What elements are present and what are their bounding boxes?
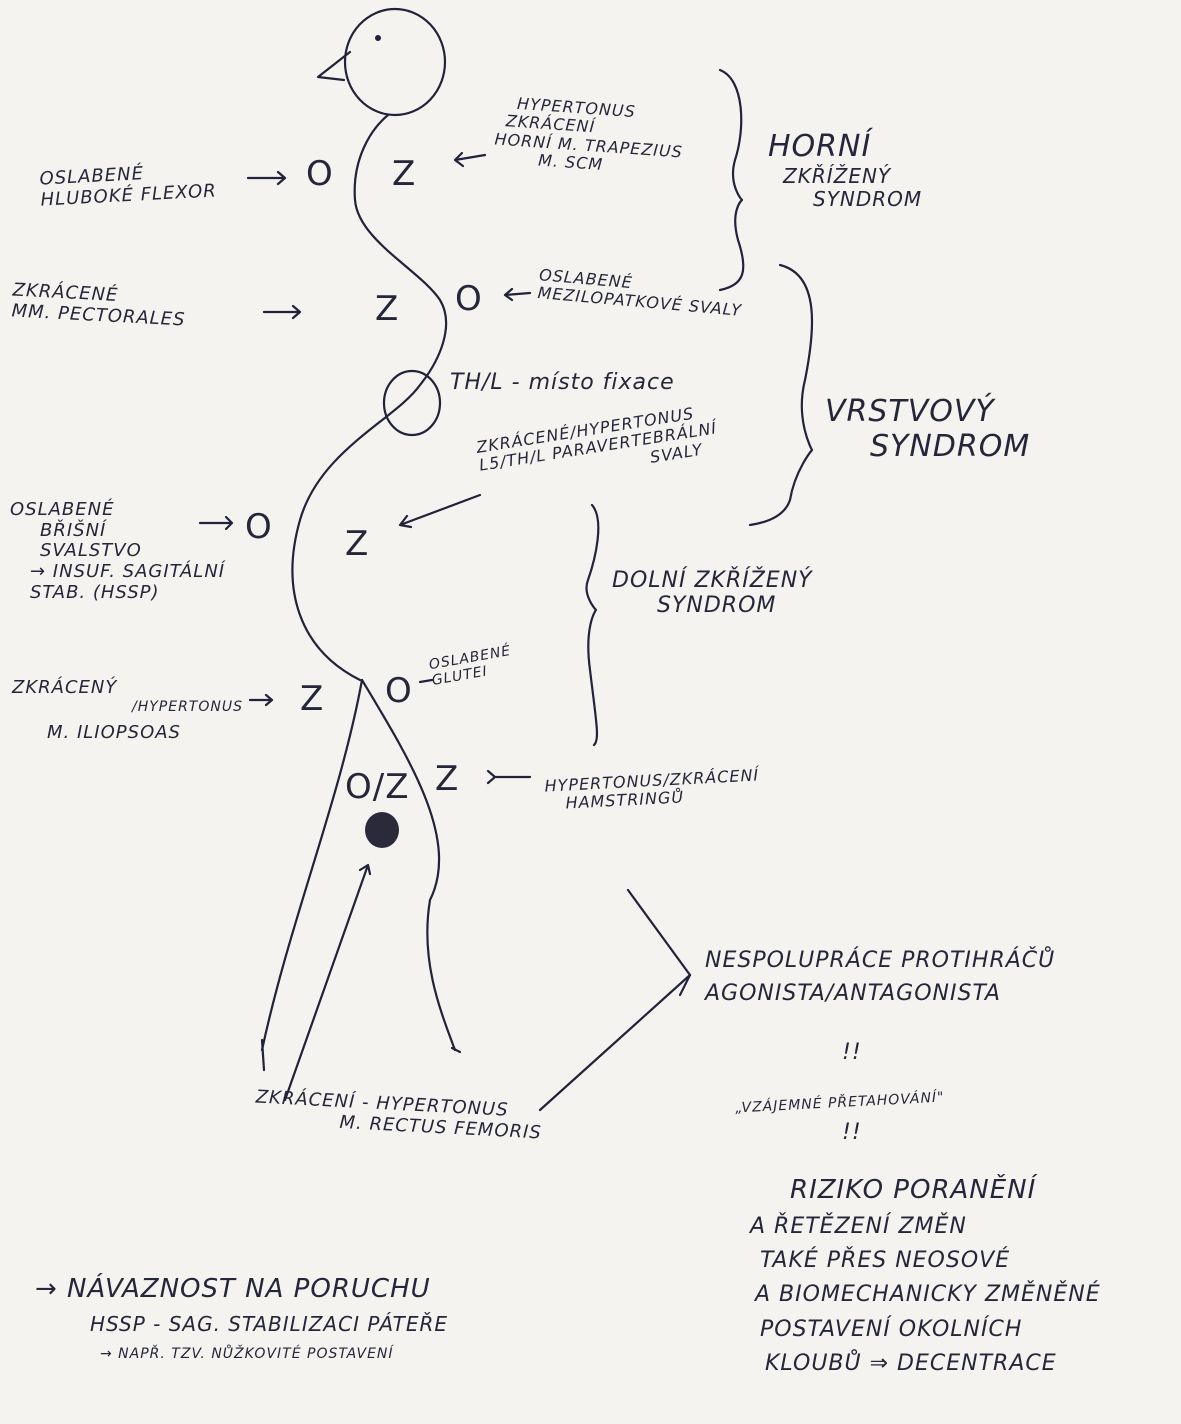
left-label-4: ZKRÁCENÝ /HYPERTONUS M. ILIOPSOAS <box>12 678 243 743</box>
arrow-7 <box>400 495 480 527</box>
arrow-6 <box>505 289 530 300</box>
marker-oz-knee: O/Z <box>345 768 410 807</box>
arrow-2 <box>264 306 300 318</box>
arrow-5 <box>455 153 485 166</box>
syndrome-dolni: DOLNÍ ZKŘÍŽENÝ SYNDROM <box>612 568 813 619</box>
arrow-8 <box>488 771 530 783</box>
arrow-rectus <box>285 865 370 1100</box>
nespoluprace-label: NESPOLUPRÁCE PROTIHRÁČŮ AGONISTA/ANTAGON… <box>705 948 1055 1007</box>
line-nesp-1 <box>628 890 690 975</box>
marker-z-upper: Z <box>392 155 416 194</box>
marker-z-lower: Z <box>345 525 369 564</box>
syndrome-horni: HORNÍ ZKŘÍŽENÝ SYNDROM <box>768 130 922 211</box>
eye-dot <box>375 35 381 41</box>
arrow-down-2: !! <box>842 1120 862 1145</box>
navaznost-label: → NÁVAZNOST NA PORUCHU HSSP - SAG. STABI… <box>35 1275 448 1362</box>
arrow-4 <box>250 695 272 705</box>
marker-o-upper: O <box>306 155 334 194</box>
right-leg <box>362 680 455 1050</box>
left-leg <box>262 680 362 1050</box>
thl-label: TH/L - místo fixace <box>450 370 675 395</box>
arrow-1 <box>248 172 285 184</box>
brace-dolni <box>587 505 599 745</box>
head-outline <box>345 9 445 115</box>
knee-mark <box>365 812 399 848</box>
right-label-upper: HYPERTONUS ZKRÁCENÍ HORNÍ M. TRAPEZIUS M… <box>493 94 686 181</box>
line-nesp-2 <box>540 975 690 1110</box>
line-nesp-3 <box>680 975 690 995</box>
brace-horni <box>720 70 743 290</box>
marker-z-knee: Z <box>435 760 459 799</box>
spine-curve <box>293 115 447 680</box>
marker-z-mid: Z <box>375 290 399 329</box>
marker-o-hip: O <box>385 672 413 711</box>
right-foot <box>452 1048 460 1052</box>
brace-vrstvovy <box>750 265 812 525</box>
marker-z-hip: Z <box>300 680 324 719</box>
marker-o-mid: O <box>455 280 483 319</box>
syndrome-vrstvovy: VRSTVOVÝ SYNDROM <box>825 395 1030 464</box>
arrow-9 <box>420 680 432 682</box>
marker-o-lower: O <box>245 508 273 547</box>
riziko-label: RIZIKO PORANĚNÍ A ŘETĚZENÍ ZMĚN TAKÉ PŘE… <box>750 1170 1101 1381</box>
thl-circle <box>384 371 440 435</box>
left-label-3: OSLABENÉ BŘIŠNÍ SVALSTVO → INSUF. SAGITÁ… <box>10 500 225 603</box>
arrow-down-1: !! <box>842 1040 862 1065</box>
